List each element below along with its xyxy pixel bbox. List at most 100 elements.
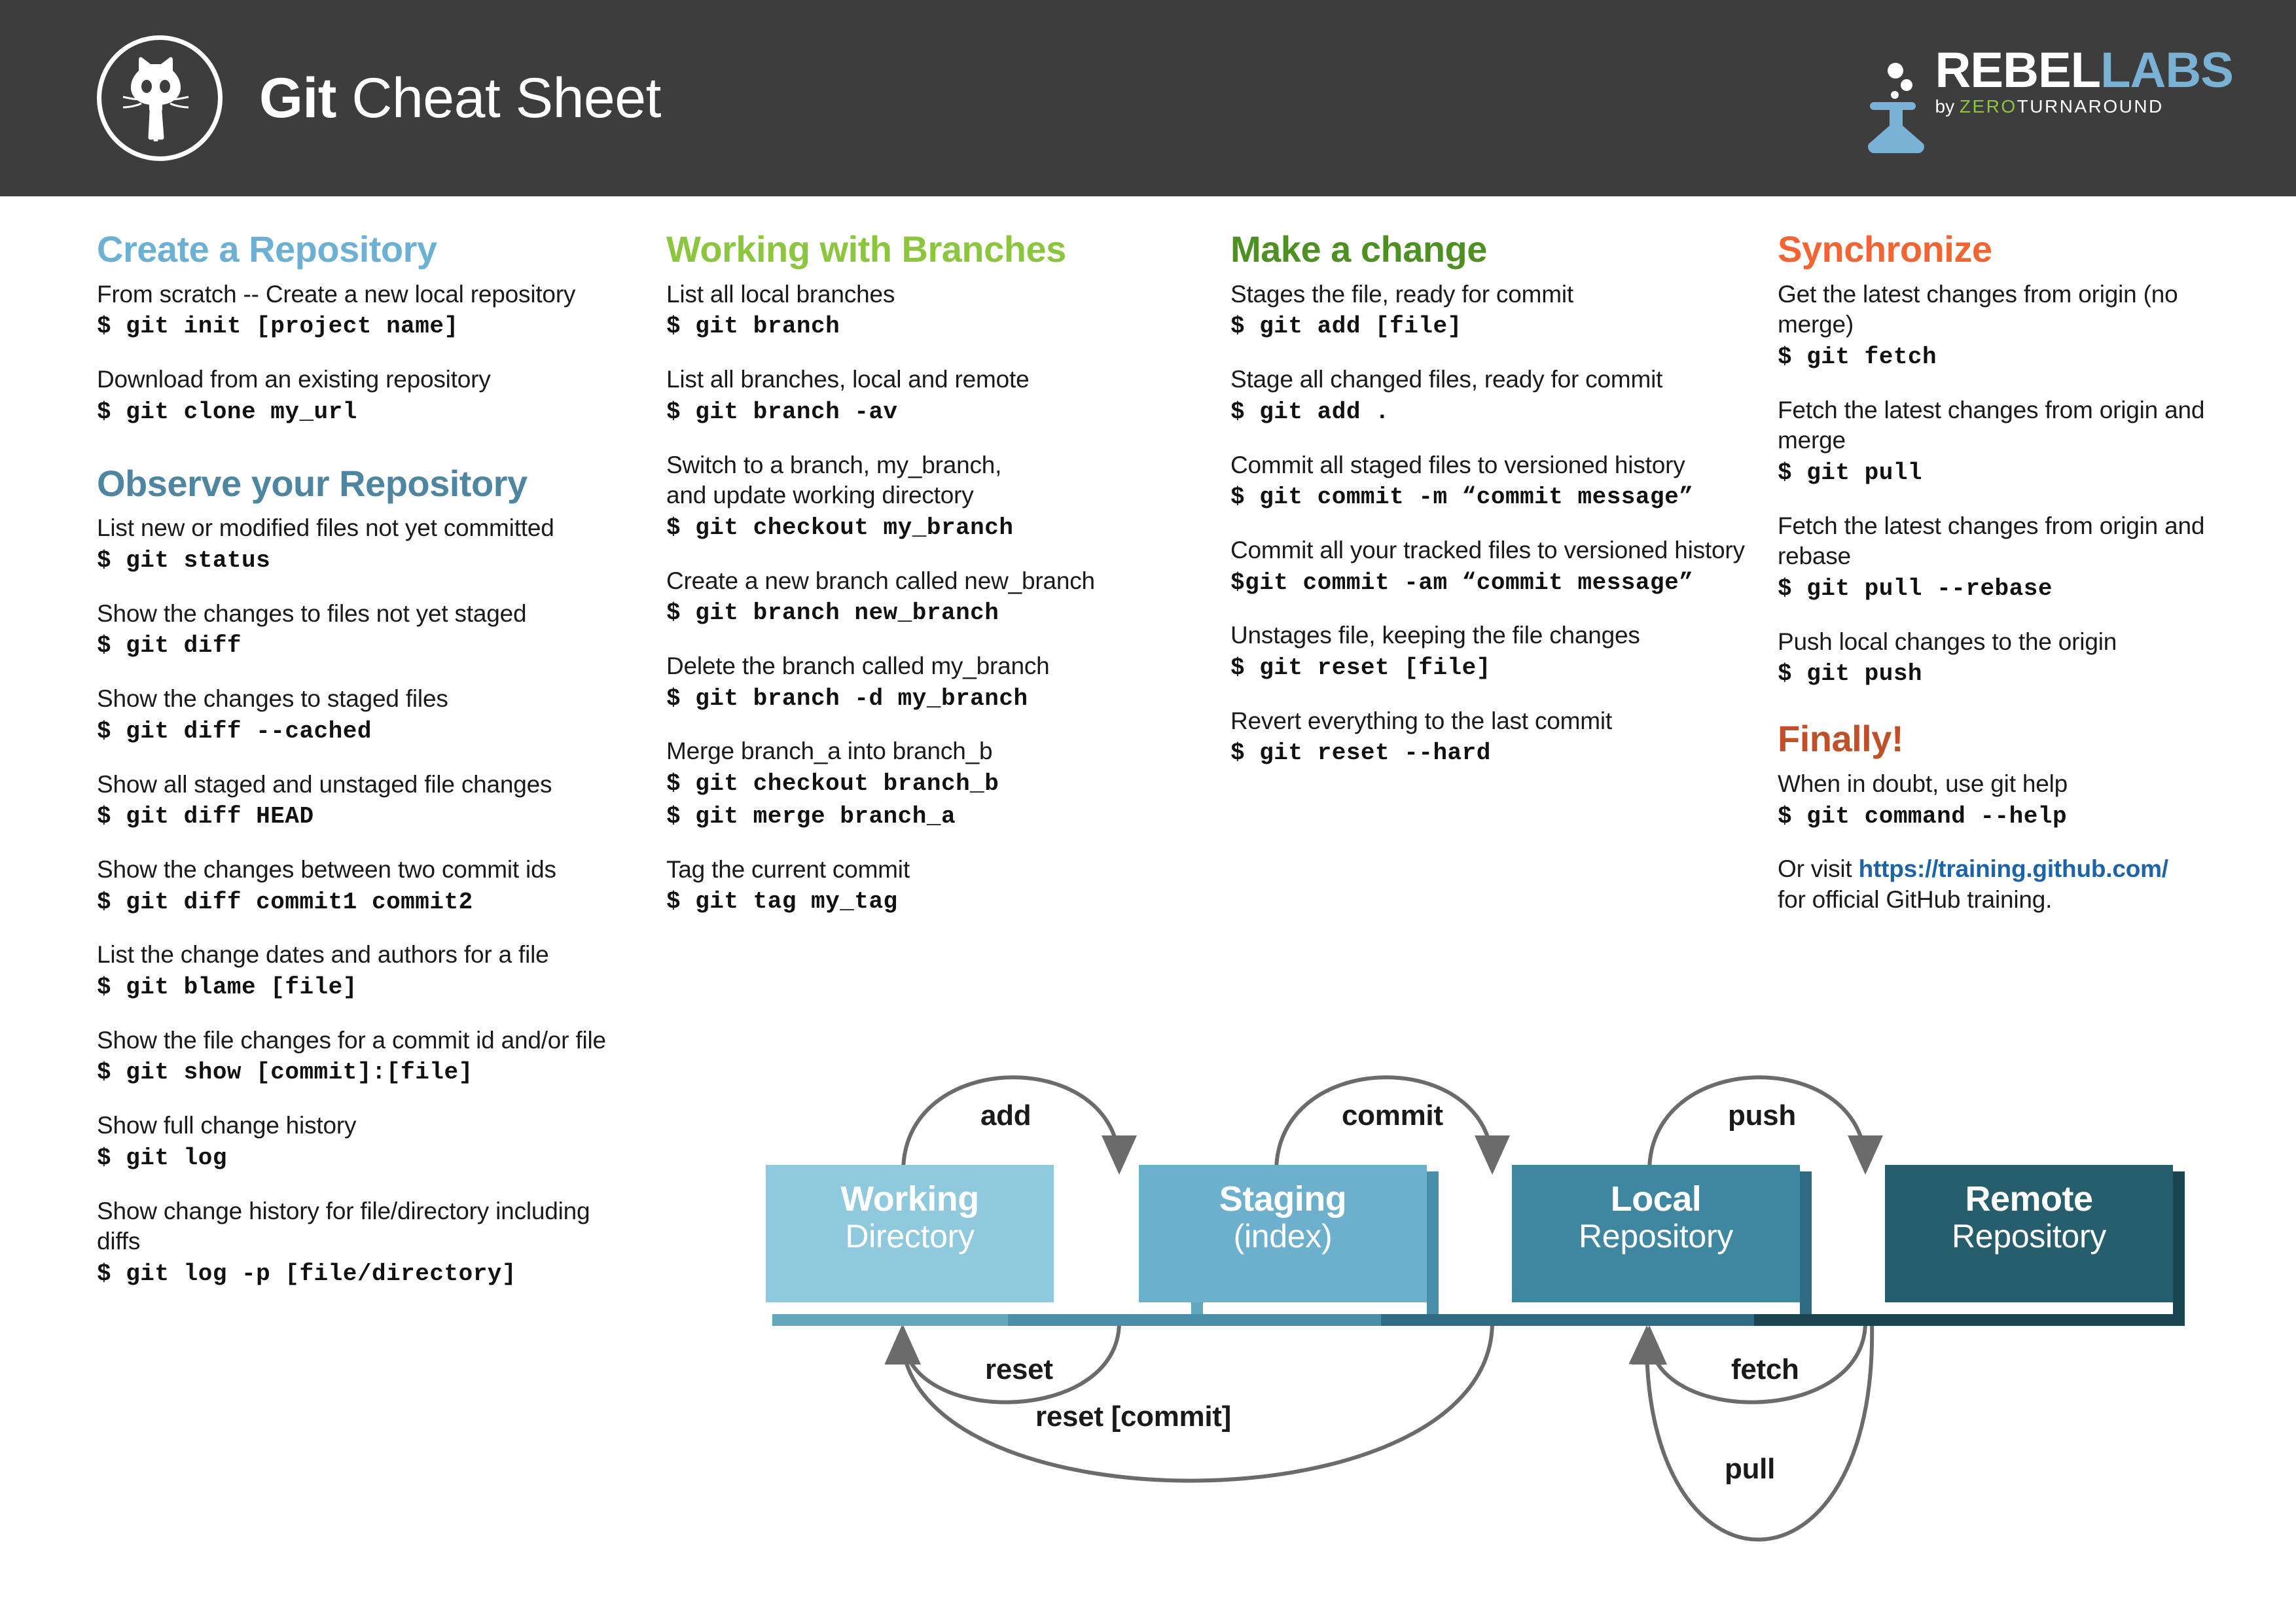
cmd-text: $ git branch -av xyxy=(666,398,898,425)
column-make-a-change: Make a change Stages the file, ready for… xyxy=(1230,230,1754,791)
cmd-description: When in doubt, use git help xyxy=(1778,770,2068,798)
cmd-description: Commit all your tracked files to version… xyxy=(1230,537,1745,564)
cmd-block: Push local changes to the origin $ git p… xyxy=(1778,627,2223,690)
cmd-text: $ git commit -m “commit message” xyxy=(1230,484,1694,511)
flow-box-working-directory: Working Directory xyxy=(766,1165,1054,1302)
cmd-description: Stages the file, ready for commit xyxy=(1230,280,1573,308)
cmd-block: When in doubt, use git help $ git comman… xyxy=(1778,769,2223,832)
flow-box-subtitle: Repository xyxy=(1579,1217,1733,1255)
cmd-description: List all branches, local and remote xyxy=(666,366,1030,393)
arrow-pull xyxy=(1628,1321,1874,1542)
cmd-description: Get the latest changes from origin (no m… xyxy=(1778,280,2178,338)
cmd-text: $ git log -p [file/directory] xyxy=(97,1260,517,1287)
arrow-reset xyxy=(886,1321,1121,1404)
cmd-block: List all local branches $ git branch xyxy=(666,279,1183,342)
cmd-description: Unstages file, keeping the file changes xyxy=(1230,622,1640,649)
cmd-text: $ git reset --hard xyxy=(1230,740,1491,767)
cmd-block: List new or modified files not yet commi… xyxy=(97,513,614,576)
cmd-text: $ git push xyxy=(1778,660,1923,688)
octocat-glyph xyxy=(122,57,189,141)
octocat-ring xyxy=(97,35,223,161)
cmd-block: Switch to a branch, my_branch, and updat… xyxy=(666,450,1183,544)
cmd-block: List all branches, local and remote $ gi… xyxy=(666,365,1183,427)
section-title-observe-your-repository: Observe your Repository xyxy=(97,462,528,504)
cmd-description: Tag the current commit xyxy=(666,855,910,883)
cmd-block: Delete the branch called my_branch $ git… xyxy=(666,651,1183,714)
cmd-text: $ git diff xyxy=(97,632,242,660)
cmd-block: Show change history for file/directory i… xyxy=(97,1196,614,1290)
rebellabs-tagline: by ZEROTURNAROUND xyxy=(1935,96,2233,117)
section-title-finally: Finally! xyxy=(1778,718,1904,760)
flow-box-title: Working xyxy=(840,1179,979,1219)
flow-label-add: add xyxy=(980,1099,1031,1132)
flow-box-title: Staging xyxy=(1219,1179,1347,1219)
flow-label-pull: pull xyxy=(1725,1453,1776,1485)
cmd-description: List the change dates and authors for a … xyxy=(97,941,549,969)
cmd-block: Show the changes to staged files $ git d… xyxy=(97,684,614,747)
flow-label-fetch: fetch xyxy=(1731,1353,1799,1385)
cmd-block: List the change dates and authors for a … xyxy=(97,940,614,1003)
flow-label-commit: commit xyxy=(1342,1099,1443,1132)
cmd-block: Revert everything to the last commit $ g… xyxy=(1230,706,1754,769)
cmd-block: Unstages file, keeping the file changes … xyxy=(1230,620,1754,683)
cmd-description: Stage all changed files, ready for commi… xyxy=(1230,366,1663,393)
arrow-commit xyxy=(1274,1075,1510,1175)
cmd-description: Push local changes to the origin xyxy=(1778,628,2117,655)
box-shadow-staging xyxy=(1427,1171,1439,1314)
cmd-text: $ git pull xyxy=(1778,459,1923,487)
cmd-description: Show the changes to files not yet staged xyxy=(97,599,527,627)
rebellabs-wordmark: REBELLABS by ZEROTURNAROUND xyxy=(1935,46,2234,117)
flow-box-subtitle: Directory xyxy=(845,1217,975,1255)
cmd-block: Fetch the latest changes from origin and… xyxy=(1778,395,2223,489)
cmd-block: Show all staged and unstaged file change… xyxy=(97,770,614,832)
arrow-fetch xyxy=(1632,1321,1867,1404)
cmd-text: $ git tag my_tag xyxy=(666,888,898,916)
cmd-description: Fetch the latest changes from origin and… xyxy=(1778,512,2205,570)
cmd-block: From scratch -- Create a new local repos… xyxy=(97,279,614,342)
brand-rebel-text: REBEL xyxy=(1935,43,2102,98)
arrow-reset-commit xyxy=(884,1321,1494,1483)
flow-arrows xyxy=(884,1075,1883,1542)
cmd-text: $ git add [file] xyxy=(1230,313,1462,340)
flow-label-reset: reset xyxy=(985,1353,1053,1385)
cmd-description: Show the changes to staged files xyxy=(97,685,448,713)
column-create-observe: Create a Repository From scratch -- Crea… xyxy=(97,230,614,1312)
section-title-synchronize: Synchronize xyxy=(1778,228,1992,270)
cmd-text: $ git branch xyxy=(666,313,840,340)
cmd-text: $ git fetch xyxy=(1778,344,1937,371)
cmd-text: $ git log xyxy=(97,1144,227,1171)
cmd-text: $ git show [commit]:[file] xyxy=(97,1059,473,1086)
cmd-block: Stage all changed files, ready for commi… xyxy=(1230,365,1754,427)
flow-box-remote-repository: Remote Repository xyxy=(1885,1165,2173,1302)
box-shadow-b-local xyxy=(1381,1314,1812,1326)
cmd-block: Get the latest changes from origin (no m… xyxy=(1778,279,2223,373)
cmd-block: Show the changes between two commit ids … xyxy=(97,855,614,918)
header-brand-group: Git Cheat Sheet xyxy=(97,35,661,161)
section-title-make-a-change: Make a change xyxy=(1230,228,1487,270)
cmd-text: $git commit -am “commit message” xyxy=(1230,569,1694,596)
flow-box-staging-index: Staging (index) xyxy=(1139,1165,1427,1302)
cmd-text: $ git blame [file] xyxy=(97,974,357,1001)
column-synchronize-finally: Synchronize Get the latest changes from … xyxy=(1778,230,2223,938)
cmd-description: Commit all staged files to versioned his… xyxy=(1230,451,1685,478)
flow-label-push: push xyxy=(1728,1099,1796,1132)
cmd-text: $ git branch -d my_branch xyxy=(666,685,1028,712)
cmd-text: $ git clone my_url xyxy=(97,398,357,425)
cmd-block: Fetch the latest changes from origin and… xyxy=(1778,511,2223,605)
outro-line-2: for official GitHub training. xyxy=(1778,886,2053,914)
arrow-push xyxy=(1647,1075,1883,1175)
github-training-link[interactable]: https://training.github.com/ xyxy=(1858,855,2168,883)
cmd-description: Download from an existing repository xyxy=(97,366,491,393)
cmd-description: Show the file changes for a commit id an… xyxy=(97,1026,606,1054)
cmd-description: Delete the branch called my_branch xyxy=(666,652,1050,680)
cmd-description: Show the changes between two commit ids xyxy=(97,856,556,883)
cmd-description: Fetch the latest changes from origin and… xyxy=(1778,396,2205,454)
flow-box-subtitle: (index) xyxy=(1233,1217,1333,1255)
flow-box-title: Local xyxy=(1610,1179,1702,1219)
section-title-working-with-branches: Working with Branches xyxy=(666,228,1066,270)
cmd-text: $ git diff commit1 commit2 xyxy=(97,888,473,916)
page-header: Git Cheat Sheet REBELLABS by ZEROTURNARO… xyxy=(0,0,2296,196)
cmd-block: Show the changes to files not yet staged… xyxy=(97,599,614,662)
github-octocat-icon xyxy=(97,35,223,161)
cmd-text: $ git pull --rebase xyxy=(1778,575,2053,603)
